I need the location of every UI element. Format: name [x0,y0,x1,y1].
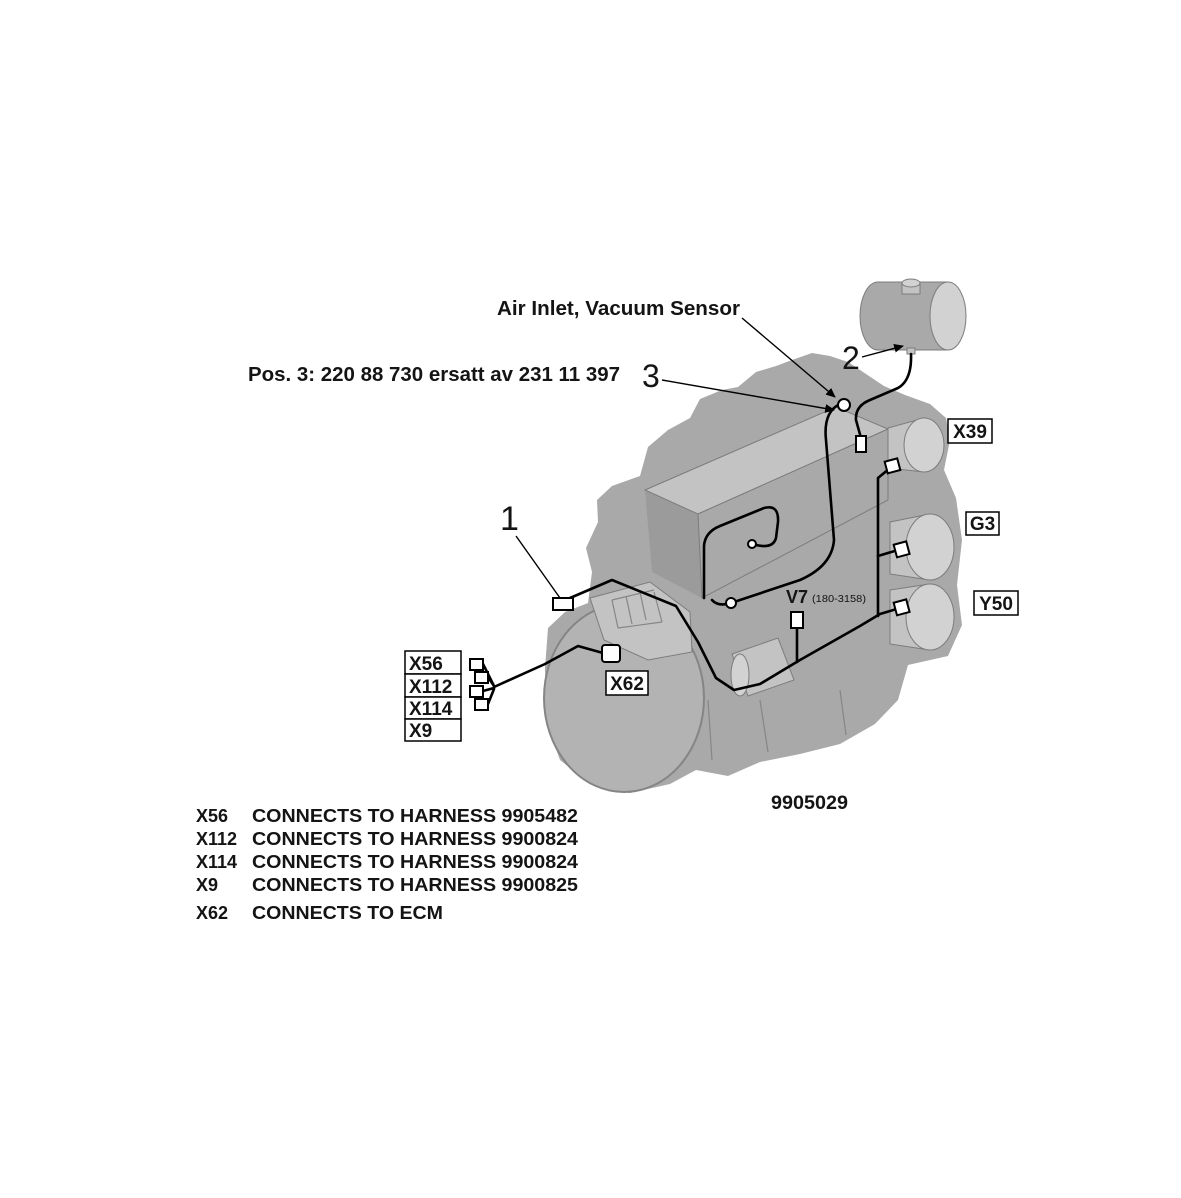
legend-code: X62 [196,903,228,923]
rocker-cover-harness-loop [702,506,780,600]
label-text-x114: X114 [409,699,453,720]
legend-row: X9 CONNECTS TO HARNESS 9900825 [196,875,578,895]
connectors [469,398,911,711]
label-x39: X39 [947,418,993,444]
label-text: X39 [953,422,987,443]
connector-x62 [601,644,621,663]
legend-code: X112 [196,829,237,849]
sensor-housing-face [903,417,945,473]
connector-x56 [469,658,484,671]
connector-loop-end [747,539,757,549]
leader-item-2 [861,344,904,358]
label-box [973,590,1019,616]
harness-tag [552,597,574,611]
rocker-cover-front [697,428,889,599]
rocker-cover-side [645,490,702,598]
legend-text: CONNECTS TO HARNESS 9900825 [252,875,578,895]
legend-row: X56 CONNECTS TO HARNESS 9905482 [196,806,578,826]
label-y50: Y50 [973,590,1019,616]
canister-body [859,281,949,351]
label-text: X62 [610,674,644,695]
connector-front-face [725,597,737,609]
legend-text: CONNECTS TO HARNESS 9900824 [252,829,578,849]
label-text-x112: X112 [409,677,452,698]
connector-x9 [474,698,489,711]
canister-cap-top [901,278,921,288]
canister-sensor-harness [854,352,913,440]
v7-note: (180-3158) [812,594,866,605]
label-g3: G3 [965,511,1000,536]
legend-row: X62 CONNECTS TO ECM [196,903,443,923]
callouts: Air Inlet, Vacuum Sensor Pos. 3: 220 88 … [248,298,866,814]
connector-canister-sensor [855,435,867,453]
air-filter-canister [859,278,967,355]
legend-text: CONNECTS TO ECM [252,903,443,923]
label-x62: X62 [605,670,649,696]
crankcase-detail [707,689,847,761]
figure-number: 9905029 [771,793,848,814]
connection-legend: X56 CONNECTS TO HARNESS 9905482 X112 CON… [196,806,578,923]
wiring-harness [481,352,913,706]
alternator-g3 [889,513,955,581]
front-cover-ribs [611,589,663,629]
harness-branch-vertical [876,466,892,618]
legend-text: CONNECTS TO HARNESS 9900824 [252,852,578,872]
leader-item-3 [661,379,835,413]
legend-code: X56 [196,806,228,826]
connector-x39 [883,457,902,475]
starter-end [730,653,750,697]
label-text-x9: X9 [409,721,432,742]
v7-label: V7 [786,587,808,607]
canister-end [929,281,967,351]
connector-labels: X39 G3 Y50 X62 X56 X112 X114 X9 [404,418,1019,742]
leader-air-inlet [741,317,836,398]
connector-x114 [469,685,484,698]
connector-x112 [474,671,489,684]
pos3-note: Pos. 3: 220 88 730 ersatt av 231 11 397 [248,364,620,386]
legend-text: CONNECTS TO HARNESS 9905482 [252,806,578,826]
air-inlet-vacuum-sensor-label: Air Inlet, Vacuum Sensor [497,298,740,320]
connector-v7 [790,611,804,629]
solenoid-face [905,583,955,651]
connector-g3 [892,540,911,559]
legend-code: X9 [196,875,218,895]
legend-row: X112 CONNECTS TO HARNESS 9900824 [196,829,578,849]
label-box-x9 [404,718,462,742]
connector-y50 [892,598,911,617]
label-text: Y50 [979,594,1013,615]
leader-lines [515,317,904,599]
label-box [605,670,649,696]
starter-motor [730,637,795,697]
item-number-3: 3 [642,358,660,394]
item-number-2: 2 [842,340,860,376]
legend-row: X114 CONNECTS TO HARNESS 9900824 [196,852,578,872]
label-text-x56: X56 [409,654,443,675]
alternator-face [905,513,955,581]
solenoid-y50 [889,583,955,651]
label-box [947,418,993,444]
label-stack-left: X56 X112 X114 X9 [404,650,462,742]
vacuum-sensor-harness [710,402,842,606]
leader-item-1 [515,535,561,599]
vacuum-sensor [837,398,851,412]
main-harness-trunk [554,578,902,692]
label-text: G3 [970,514,995,535]
legend-code: X114 [196,852,237,872]
item-number-1: 1 [500,500,519,538]
label-box [965,511,1000,536]
harness-to-x62 [492,644,605,689]
engine-illustration [543,278,967,793]
